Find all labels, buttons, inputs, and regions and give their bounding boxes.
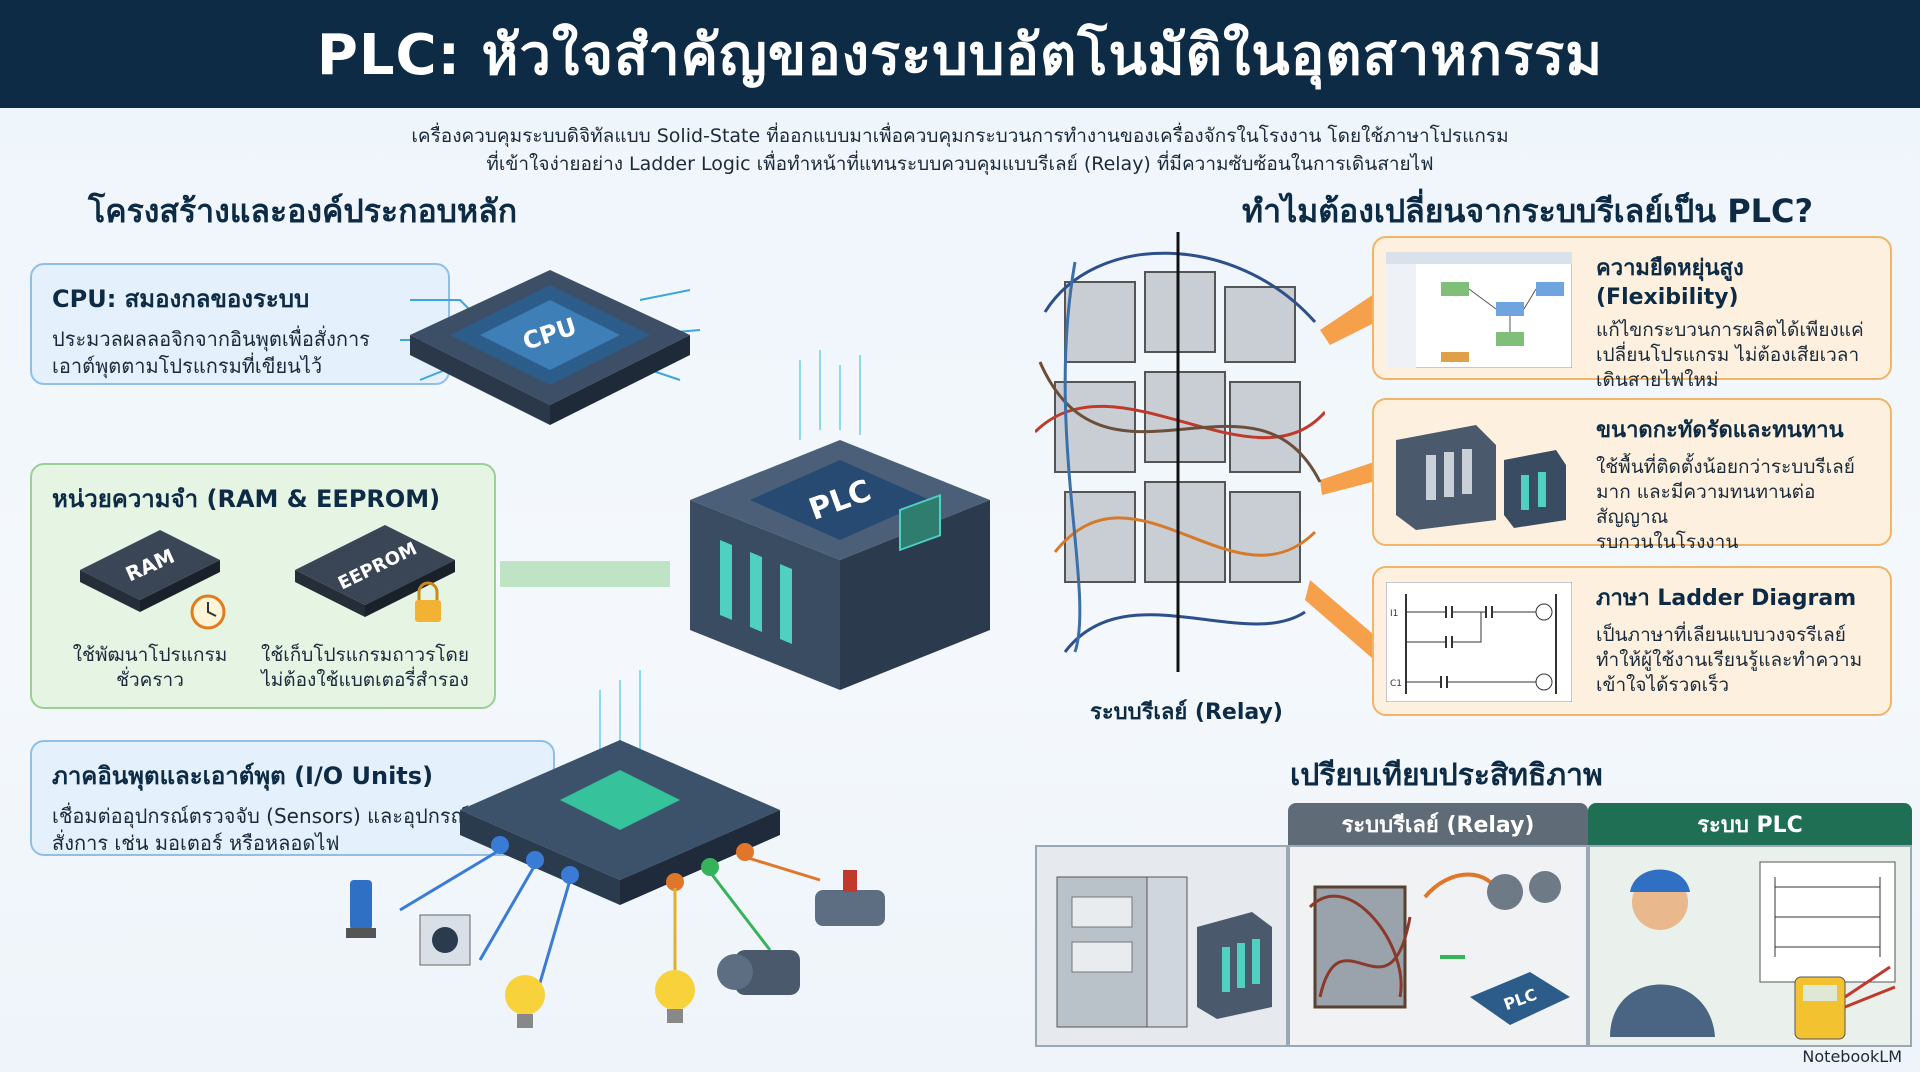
- proximity-sensor-icon: [419, 914, 471, 966]
- memory-connector-bar: [500, 561, 670, 587]
- plc-chip-icon: [1470, 972, 1570, 1025]
- cpu-card-text-1: ประมวลผลลอจิกจากอินพุตเพื่อสั่งการ: [52, 327, 370, 351]
- intro-text: เครื่องควบคุมระบบดิจิทัลแบบ Solid-State …: [260, 122, 1660, 178]
- software-window-icon: [1386, 252, 1572, 368]
- benefit-3-pointer: [1305, 580, 1380, 665]
- why-plc-section-title: ทำไมต้องเปลี่ยนจากระบบรีเลย์เป็น PLC?: [1242, 192, 1814, 230]
- benefit-3-title: ภาษา Ladder Diagram: [1596, 586, 1857, 611]
- benefit-1-text-3: เดินสายไฟใหม่: [1596, 369, 1719, 391]
- plc-block-illustration: PLC: [690, 350, 990, 690]
- eeprom-description-line-2: ไม่ต้องใช้แบตเตอรี่สำรอง: [261, 669, 469, 691]
- intro-line-2: ที่เข้าใจง่ายอย่าง Ladder Logic เพื่อทำห…: [486, 153, 1434, 175]
- benefit-card-ladder: I1 C1 ภาษา Ladder Diagram เป็นภาษาที่เลี…: [1372, 566, 1892, 716]
- page-header: PLC: หัวใจสำคัญของระบบอัตโนมัติในอุตสาหก…: [0, 0, 1920, 108]
- ram-description-line-1: ใช้พัฒนาโปรแกรม: [72, 644, 228, 666]
- io-wires: [399, 848, 821, 1001]
- relay-caption: ระบบรีเลย์ (Relay): [1090, 700, 1283, 725]
- plc-module-chip: [899, 494, 941, 552]
- motor-icon: [717, 950, 800, 995]
- benefit-2-title: ขนาดกะทัดรัดและทนทาน: [1596, 418, 1844, 443]
- io-module-illustration: [346, 670, 885, 1028]
- gear-icon-2: [1529, 871, 1561, 903]
- eeprom-description-line-1: ใช้เก็บโปรแกรมถาวรโดย: [261, 644, 469, 666]
- benefit-3-text-1: เป็นภาษาที่เลียนแบบวงจรรีเลย์: [1596, 624, 1846, 646]
- benefit-1-text-2: เปลี่ยนโปรแกรม ไม่ต้องเสียเวลา: [1596, 344, 1860, 366]
- eeprom-description: ใช้เก็บโปรแกรมถาวรโดย ไม่ต้องใช้แบตเตอรี…: [250, 643, 480, 693]
- io-module-chip: [560, 770, 680, 830]
- sensor-icon: [346, 880, 376, 938]
- hard-hat-icon: [1630, 869, 1690, 892]
- benefit-3-text-3: เข้าใจได้รวดเร็ว: [1596, 674, 1730, 696]
- ladder-label-i1: I1: [1390, 609, 1398, 619]
- gear-icon: [1487, 874, 1523, 910]
- ram-chip-icon: RAM: [80, 530, 226, 630]
- benefit-2-text-1: ใช้พื้นที่ติดตั้งน้อยกว่าระบบรีเลย์: [1596, 456, 1855, 478]
- comparison-plc-header: ระบบ PLC: [1588, 803, 1912, 845]
- benefit-2-pointer: [1320, 460, 1380, 495]
- small-plc-icon: [1197, 912, 1272, 1019]
- comparison-plc-panel: [1588, 845, 1912, 1047]
- eeprom-chip-icon: EEPROM: [295, 525, 455, 622]
- plc-side: [840, 500, 990, 690]
- ram-description: ใช้พัฒนาโปรแกรม ชั่วคราว: [55, 643, 245, 693]
- relay-to-plc-illustration: PLC: [1308, 871, 1570, 1025]
- benefit-card-compact: ขนาดกะทัดรัดและทนทาน ใช้พื้นที่ติดตั้งน้…: [1372, 398, 1892, 553]
- benefit-3-text-2: ทำให้ผู้ใช้งานเรียนรู้และทำความ: [1596, 649, 1863, 671]
- cpu-card: CPU: สมองกลของระบบ ประมวลผลลอจิกจากอินพุ…: [30, 263, 450, 385]
- compact-plc-modules-icon: [1396, 425, 1566, 530]
- light-bulb-icon-1: [505, 975, 545, 1028]
- memory-chips-illustration: RAM EEPROM: [80, 525, 455, 630]
- light-bulb-icon-2: [655, 970, 695, 1023]
- valve-icon: [815, 870, 885, 926]
- io-card-text-2: สั่งการ เช่น มอเตอร์ หรือหลอดไฟ: [52, 831, 340, 855]
- page-title: PLC: หัวใจสำคัญของระบบอัตโนมัติในอุตสาหก…: [316, 22, 1604, 88]
- ladder-screen-icon: [1759, 861, 1896, 983]
- benefit-1-title: ความยืดหยุ่นสูง (Flexibility): [1596, 256, 1744, 310]
- plc-signal-beams: [799, 350, 861, 440]
- io-card-text-1: เชื่อมต่ออุปกรณ์ตรวจจับ (Sensors) และอุป…: [52, 804, 470, 828]
- comparison-cabinet-panel: [1035, 845, 1288, 1047]
- memory-card-title: หน่วยความจำ (RAM & EEPROM): [52, 485, 441, 513]
- cpu-card-text-2: เอาต์พุตตามโปรแกรมที่เขียนไว้: [52, 354, 323, 378]
- relay-bundle-illustration: [1035, 232, 1325, 672]
- structure-section-title: โครงสร้างและองค์ประกอบหลัก: [88, 192, 518, 230]
- comparison-title: เปรียบเทียบประสิทธิภาพ: [1290, 758, 1603, 793]
- benefit-card-flexibility: ความยืดหยุ่นสูง (Flexibility) แก้ไขกระบว…: [1372, 236, 1892, 391]
- relay-wires: [1035, 251, 1325, 653]
- intro-line-1: เครื่องควบคุมระบบดิจิทัลแบบ Solid-State …: [411, 125, 1509, 147]
- ram-description-line-2: ชั่วคราว: [116, 669, 184, 691]
- benefit-1-pointer: [1320, 290, 1380, 345]
- io-card-title: ภาคอินพุตและเอาต์พุต (I/O Units): [52, 762, 434, 790]
- cabinet-illustration: [1056, 876, 1272, 1028]
- technician-body: [1610, 984, 1715, 1037]
- comparison-relay-header: ระบบรีเลย์ (Relay): [1288, 803, 1588, 845]
- benefit-2-text-2: มาก และมีความทนทานต่อสัญญาณ: [1596, 481, 1816, 528]
- io-ports: [491, 836, 754, 891]
- lock-icon: [415, 600, 441, 622]
- ladder-diagram-icon: I1 C1: [1386, 582, 1572, 702]
- plc-status-leds: [720, 540, 792, 644]
- cpu-chip-illustration: CPU: [400, 270, 701, 425]
- comparison-relay-panel: PLC: [1288, 845, 1588, 1047]
- ladder-label-c1: C1: [1390, 679, 1402, 689]
- benefit-1-text-1: แก้ไขกระบวนการผลิตได้เพียงแค่: [1596, 319, 1864, 341]
- cpu-card-title: CPU: สมองกลของระบบ: [52, 285, 310, 313]
- benefit-2-text-3: รบกวนในโรงงาน: [1596, 531, 1739, 553]
- technician-illustration: [1610, 861, 1896, 1040]
- notebooklm-watermark: NotebookLM: [1802, 1047, 1902, 1066]
